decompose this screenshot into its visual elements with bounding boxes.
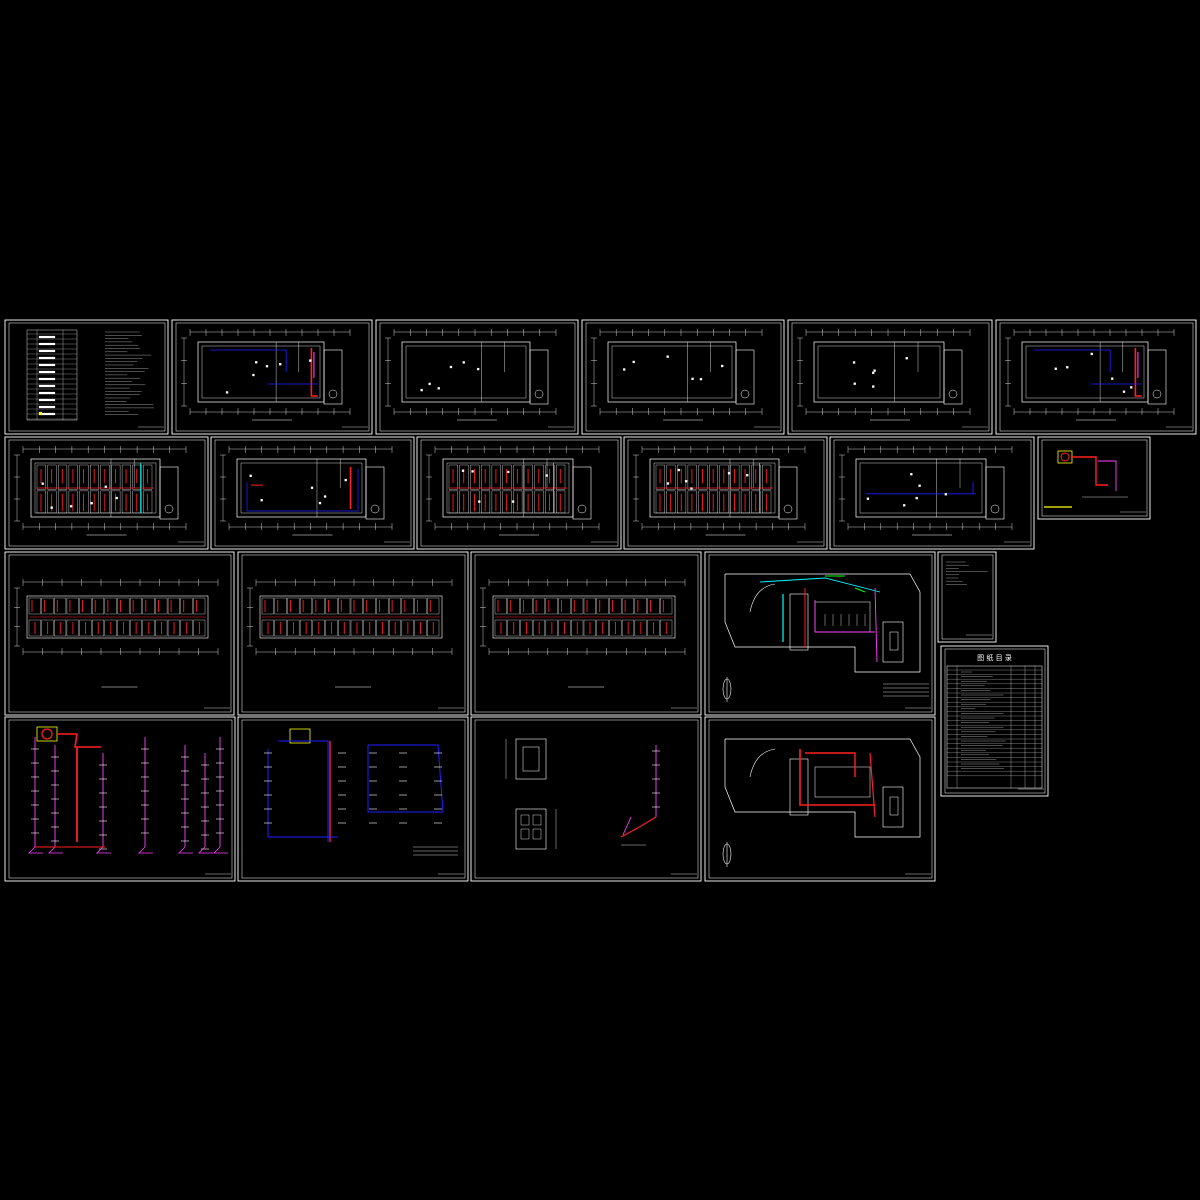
sheet-05-floor-plan <box>787 319 993 435</box>
sheet-15-long-plan <box>470 551 702 716</box>
sheet-11-floor-plan <box>829 436 1035 550</box>
sheet-07-floor-plan <box>4 436 209 550</box>
sheet-13-long-plan <box>4 551 235 716</box>
sheet-08-floor-plan <box>210 436 415 550</box>
sheet-10-floor-plan <box>623 436 828 550</box>
sheet-01-design-notes <box>4 319 169 435</box>
sheet-22-site-plan <box>704 716 936 882</box>
sheet-14-long-plan <box>237 551 469 716</box>
sheet-06-floor-plan <box>995 319 1197 435</box>
sheet-21-detail-sections <box>470 716 702 882</box>
sheet-02-floor-plan <box>171 319 373 435</box>
drawing-index-title: 图 纸 目 录 <box>977 653 1012 662</box>
sheet-17-notes <box>937 551 997 643</box>
sheet-04-floor-plan <box>581 319 785 435</box>
sheet-09-floor-plan <box>416 436 622 550</box>
sheet-18-drawing-index: 图 纸 目 录 <box>940 645 1049 797</box>
sheet-03-floor-plan <box>375 319 579 435</box>
sheet-16-site-plan <box>704 551 936 716</box>
drawing-sheets: 图 纸 目 录 <box>4 319 1197 882</box>
sheet-19-riser-diagram <box>4 716 236 882</box>
sheet-20-riser-diagram <box>237 716 469 882</box>
sheet-12-detail <box>1037 436 1151 520</box>
